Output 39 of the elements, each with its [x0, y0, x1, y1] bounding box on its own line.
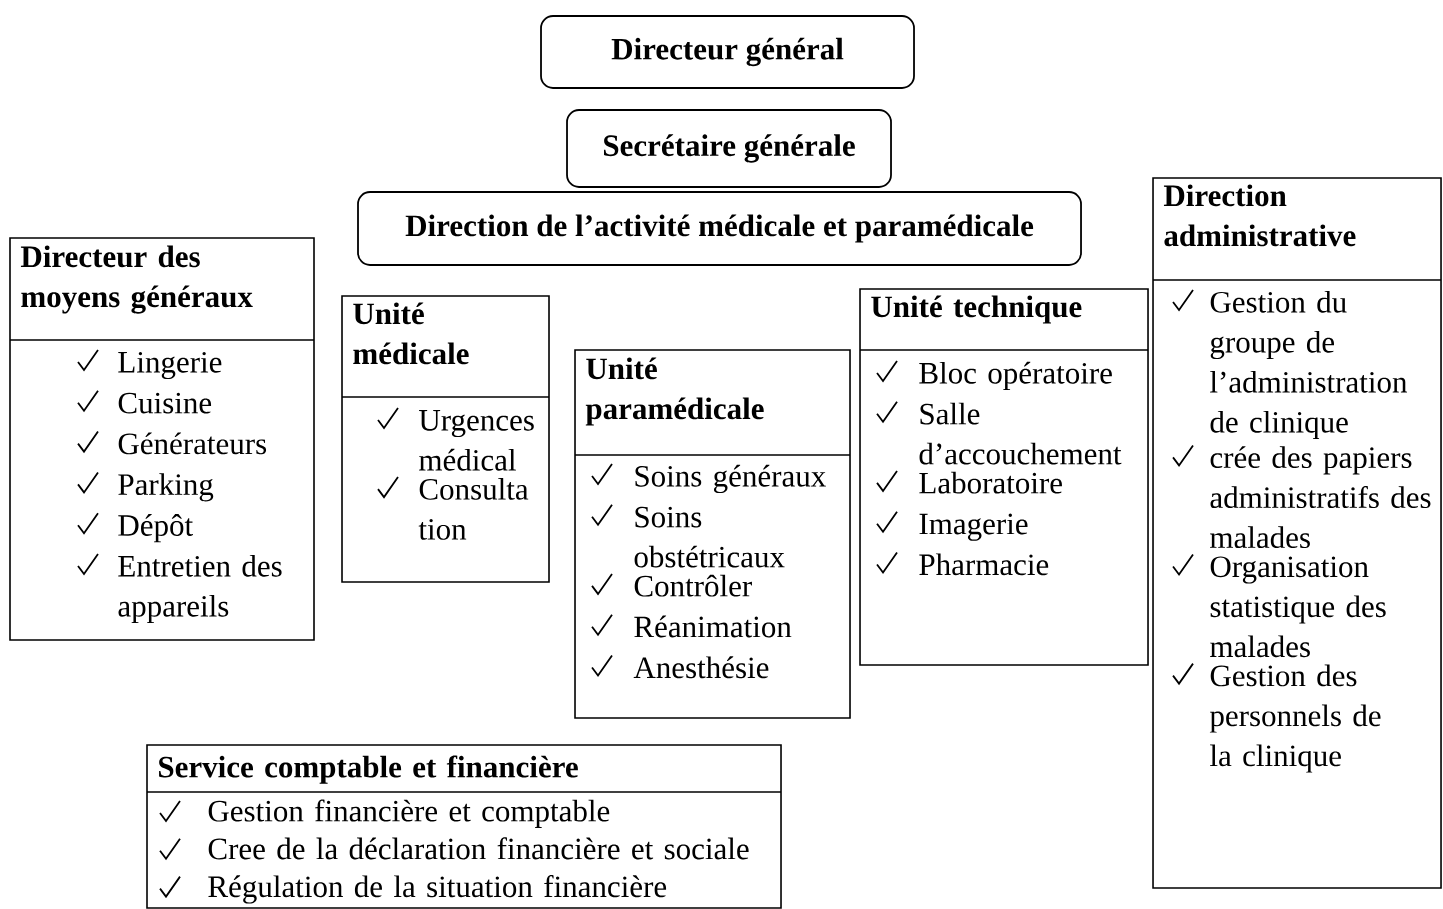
list-item: Consulta tion [418, 478, 529, 540]
list-box [146, 744, 782, 909]
title-box: Direction de l’activité médicale et paramédicale [357, 191, 1082, 266]
list-item: Gestion des personnels de la clinique [1209, 664, 1381, 773]
list-item: Pharmacie [919, 553, 1049, 576]
list-item: Gestion financière et comptable [208, 799, 610, 828]
list-item: Urgences médical [419, 410, 534, 471]
list-box [1152, 177, 1442, 889]
box-heading: Unité paramédicale [585, 357, 764, 426]
list-item: Parking [118, 473, 214, 502]
list-item: crée des papiers administratifs des malades [1210, 446, 1431, 549]
list-item: Salle d’accouchement [919, 402, 1122, 465]
list-item: Générateurs [118, 432, 267, 455]
box-heading: Direction administrative [1163, 184, 1356, 247]
list-item: Soins obstétricaux [634, 506, 785, 568]
box-heading: Directeur des moyens généraux [20, 245, 253, 314]
box-heading: Service comptable et financière [159, 755, 578, 784]
list-item: Bloc opératoire [919, 361, 1112, 390]
list-box [859, 288, 1149, 666]
list-item: Contrôler [634, 574, 752, 597]
list-item: Cree de la déclaration financière et sociale [208, 837, 749, 860]
list-item: Anesthésie [633, 656, 769, 679]
list-item: Soins généraux [635, 464, 826, 494]
box-heading: Unité médicale [353, 302, 469, 365]
list-item: Imagerie [919, 513, 1028, 541]
title-box: Directeur général [540, 15, 915, 89]
box-heading: Unité technique [871, 295, 1082, 324]
list-item: Cuisine [118, 392, 212, 414]
list-box [574, 349, 851, 719]
list-box [341, 295, 550, 583]
list-box [9, 237, 315, 641]
list-item: Laboratoire [919, 471, 1062, 494]
list-item: Dépôt [118, 514, 193, 543]
list-item: Entretien des appareils [118, 554, 282, 623]
list-item: Régulation de la situation financière [208, 875, 667, 904]
list-item: Lingerie [118, 351, 222, 380]
list-item: Réanimation [634, 615, 792, 638]
list-item: Organisation statistique des malades [1210, 556, 1386, 658]
title-box: Secrétaire générale [566, 109, 892, 188]
